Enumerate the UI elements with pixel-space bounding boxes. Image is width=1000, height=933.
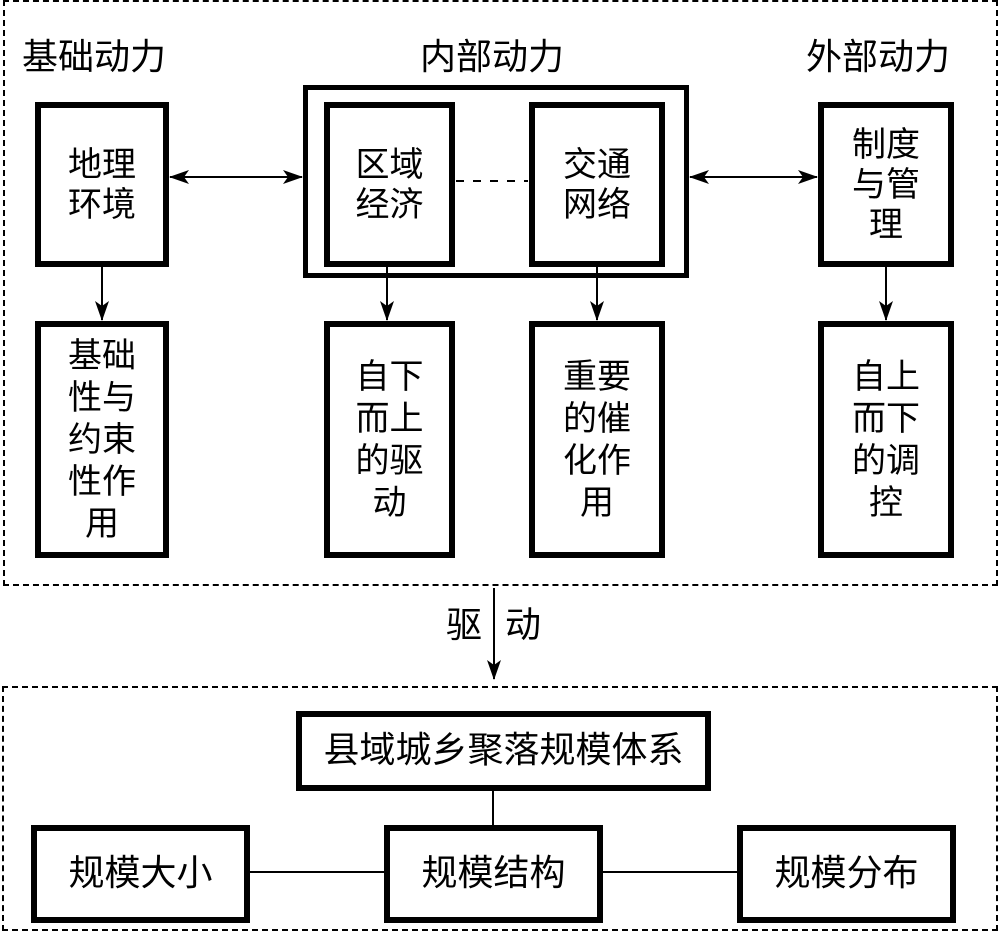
heading-internal-force: 内部动力 bbox=[420, 37, 565, 78]
heading-external-force: 外部动力 bbox=[806, 37, 951, 78]
heading-basic-force: 基础动力 bbox=[22, 37, 167, 78]
bottom-up-box: 自下 而上 的驱 动 bbox=[324, 321, 455, 558]
basic-constraint-box: 基础 性与 约束 性作 用 bbox=[35, 321, 169, 558]
scale-structure-box: 规模结构 bbox=[384, 825, 603, 923]
scale-distribution-text: 规模分布 bbox=[774, 853, 919, 894]
settlement-scale-system-box: 县域城乡聚落规模体系 bbox=[296, 711, 711, 791]
catalyst-box: 重要 的催 化作 用 bbox=[529, 321, 665, 558]
driving-forces-region bbox=[3, 0, 998, 586]
transport-network-text: 交通 网络 bbox=[563, 144, 631, 225]
regional-economy-text: 区域 经济 bbox=[355, 144, 424, 225]
top-down-text: 自上 而下 的调 控 bbox=[852, 356, 920, 523]
settlement-system-region bbox=[2, 686, 998, 931]
bottom-up-text: 自下 而上 的驱 动 bbox=[355, 356, 424, 523]
drive-label-left: 驱 bbox=[446, 605, 483, 646]
settlement-scale-system-text: 县域城乡聚落规模体系 bbox=[323, 730, 684, 771]
geography-text: 地理 环境 bbox=[68, 144, 136, 225]
institution-management-box: 制度 与管 理 bbox=[818, 102, 954, 267]
regional-economy-box: 区域 经济 bbox=[324, 102, 455, 267]
scale-distribution-box: 规模分布 bbox=[737, 825, 956, 923]
geography-box: 地理 环境 bbox=[35, 102, 169, 267]
basic-constraint-text: 基础 性与 约束 性作 用 bbox=[68, 335, 136, 544]
catalyst-text: 重要 的催 化作 用 bbox=[563, 356, 631, 523]
drive-label-right: 动 bbox=[505, 605, 542, 646]
institution-management-text: 制度 与管 理 bbox=[852, 124, 920, 245]
scale-structure-text: 规模结构 bbox=[421, 853, 566, 894]
scale-size-box: 规模大小 bbox=[31, 825, 250, 923]
transport-network-box: 交通 网络 bbox=[529, 102, 665, 267]
internal-forces-group bbox=[303, 85, 689, 278]
scale-size-text: 规模大小 bbox=[68, 853, 213, 894]
top-down-box: 自上 而下 的调 控 bbox=[818, 321, 954, 558]
